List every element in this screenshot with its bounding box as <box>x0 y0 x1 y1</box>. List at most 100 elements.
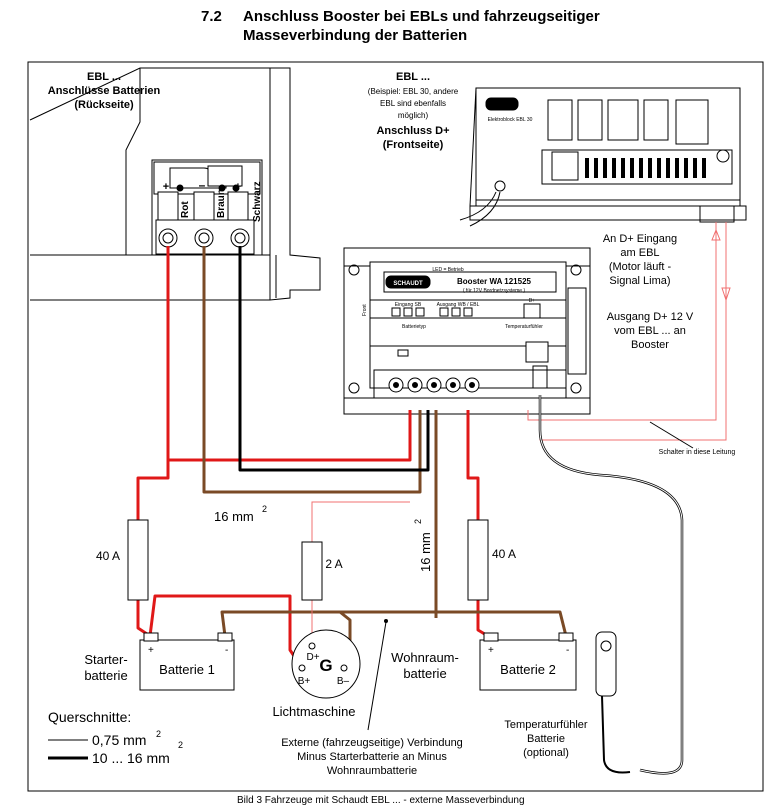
fuse-40a-left <box>127 519 149 601</box>
arrow-down <box>721 287 731 302</box>
booster-tempsensor-label: Temperaturfühler <box>505 324 543 330</box>
wire-brown-ebl-booster <box>202 246 422 494</box>
booster-unit <box>343 247 591 415</box>
figure-caption: Bild 3 Fahrzeuge mit Schaudt EBL ... - e… <box>237 795 525 806</box>
temp-label-1: Temperaturfühler <box>504 719 587 731</box>
wire-thin-dplus-out <box>527 222 717 421</box>
lichtmaschine-label: Lichtmaschine <box>272 704 355 719</box>
dplus-input-line1: An D+ Eingang <box>603 233 677 245</box>
generator-dplus-terminal <box>308 642 316 650</box>
dplus-input-line4: Signal Lima) <box>609 275 670 287</box>
batt1-plus: + <box>148 645 154 656</box>
wire-thin-dplus-upper <box>311 501 410 542</box>
ebl-front-model: Elektroblock EBL 30 <box>488 117 533 123</box>
booster-brand: SCHAUDT <box>393 281 423 287</box>
booster-front-label: Front <box>362 304 368 316</box>
wire-red-booster-fuse2 <box>466 410 480 520</box>
ebl-front-conn1: Anschluss D+ <box>376 125 449 137</box>
terminal-label-black: Schwarz <box>252 181 263 222</box>
temp-label-3: (optional) <box>523 747 569 759</box>
wire-red-fuse2-batt2 <box>476 600 489 638</box>
fuse-40a-right <box>467 519 489 601</box>
extern-pointer <box>367 621 387 731</box>
fuse-2a <box>301 541 323 601</box>
cable-vertical-sup: 2 <box>413 519 423 524</box>
battery-2 <box>479 632 577 691</box>
booster-led-label: LED = Betrieb <box>432 267 463 273</box>
temp-sensor-hole <box>600 640 612 652</box>
diagram-frame <box>27 61 764 792</box>
generator-bplus-terminal <box>298 664 306 672</box>
dplus-input-line2: am EBL <box>620 247 659 259</box>
legend-title: Querschnitte: <box>48 709 131 725</box>
fuse-right-label: 40 A <box>492 547 516 561</box>
temp-label-2: Batterie <box>527 733 565 745</box>
generator-bminus: B– <box>337 676 350 687</box>
wire-red-ebl-booster <box>166 246 412 462</box>
ebl-back-housing <box>29 67 321 301</box>
wire-red-fuse1-batt1 <box>136 600 151 638</box>
terminal-label-red: Rot <box>180 201 191 218</box>
battery1-label: Batterie 1 <box>159 662 215 677</box>
terminal-label-brown: Braun <box>216 189 227 218</box>
legend-thin-label: 0,75 mm <box>92 732 146 748</box>
booster-dplus-label: D+ <box>529 298 536 304</box>
ebl-back-line3: (Rückseite) <box>74 99 134 111</box>
batt2-minus: - <box>566 645 569 656</box>
ebl-front-note3: möglich) <box>398 111 429 120</box>
ebl-back-line2: Anschlüsse Batterien <box>48 85 161 97</box>
ebl-back-minus: – <box>199 178 206 192</box>
booster-input-label: Eingang SB <box>395 302 422 308</box>
switch-note: Schalter in diese Leitung <box>659 449 736 456</box>
ebl-front-conn2: (Frontseite) <box>383 139 444 151</box>
ebl-front-note2: EBL sind ebenfalls <box>380 99 446 108</box>
legend-thin-sup: 2 <box>156 729 161 739</box>
starter-label-1: Starter- <box>84 652 127 667</box>
starter-label-2: batterie <box>84 668 127 683</box>
generator-dplus: D+ <box>306 652 319 663</box>
temp-sensor-lug <box>595 631 617 697</box>
generator-bminus-terminal <box>340 664 348 672</box>
wire-red-to-fuse1 <box>136 460 170 520</box>
batt1-minus: - <box>225 645 228 656</box>
ebl-front-panel <box>459 87 747 227</box>
arrow-up <box>711 228 721 241</box>
extern-line2: Minus Starterbatterie an Minus <box>297 751 447 763</box>
section-title-line1: Anschluss Booster bei EBLs und fahrzeugs… <box>243 8 600 25</box>
dplus-output-line3: Booster <box>631 339 669 351</box>
wohnraum-label-2: batterie <box>403 666 446 681</box>
ebl-back-plus2: + <box>235 181 241 193</box>
cable-horizontal-label: 16 mm <box>214 509 254 524</box>
fuse-mid-label: 2 A <box>325 557 342 571</box>
extern-line3: Wohnraumbatterie <box>327 765 417 777</box>
battery2-label: Batterie 2 <box>500 662 556 677</box>
temp-sensor-cable-inner <box>539 395 683 774</box>
wire-brown-ground-bus <box>220 610 568 637</box>
booster-title: Booster WA 121525 <box>457 277 532 286</box>
switch-pointer <box>649 421 694 449</box>
generator-g: G <box>319 656 332 675</box>
booster-subtitle: ( für 12V Bordnetzsysteme ) <box>463 288 526 294</box>
booster-battype: Batterietyp <box>402 324 426 330</box>
temp-sensor-lead <box>601 695 631 774</box>
fuse-left-label: 40 A <box>96 549 120 563</box>
battery-1 <box>139 632 235 691</box>
ebl-front-note1: (Beispiel: EBL 30, andere <box>368 87 459 96</box>
section-title-line2: Masseverbindung der Batterien <box>243 27 468 44</box>
extern-line1: Externe (fahrzeugseitige) Verbindung <box>281 737 463 749</box>
dplus-output-line1: Ausgang D+ 12 V <box>607 311 694 323</box>
wohnraum-label-1: Wohnraum- <box>391 650 459 665</box>
legend-thick-label: 10 ... 16 mm <box>92 750 170 766</box>
ground-junction <box>384 619 388 623</box>
legend-thick-sup: 2 <box>178 740 183 750</box>
booster-output-label: Ausgang WB / EBL <box>437 302 480 308</box>
dplus-output-line2: vom EBL ... an <box>614 325 686 337</box>
ebl-back-title: EBL ... <box>87 71 121 83</box>
cable-horizontal-sup: 2 <box>262 504 267 514</box>
ebl-front-title: EBL ... <box>396 71 430 83</box>
batt2-plus: + <box>488 645 494 656</box>
ebl-back-plus1: + <box>163 181 169 193</box>
generator-bplus: B+ <box>298 676 311 687</box>
section-number: 7.2 <box>201 8 222 25</box>
